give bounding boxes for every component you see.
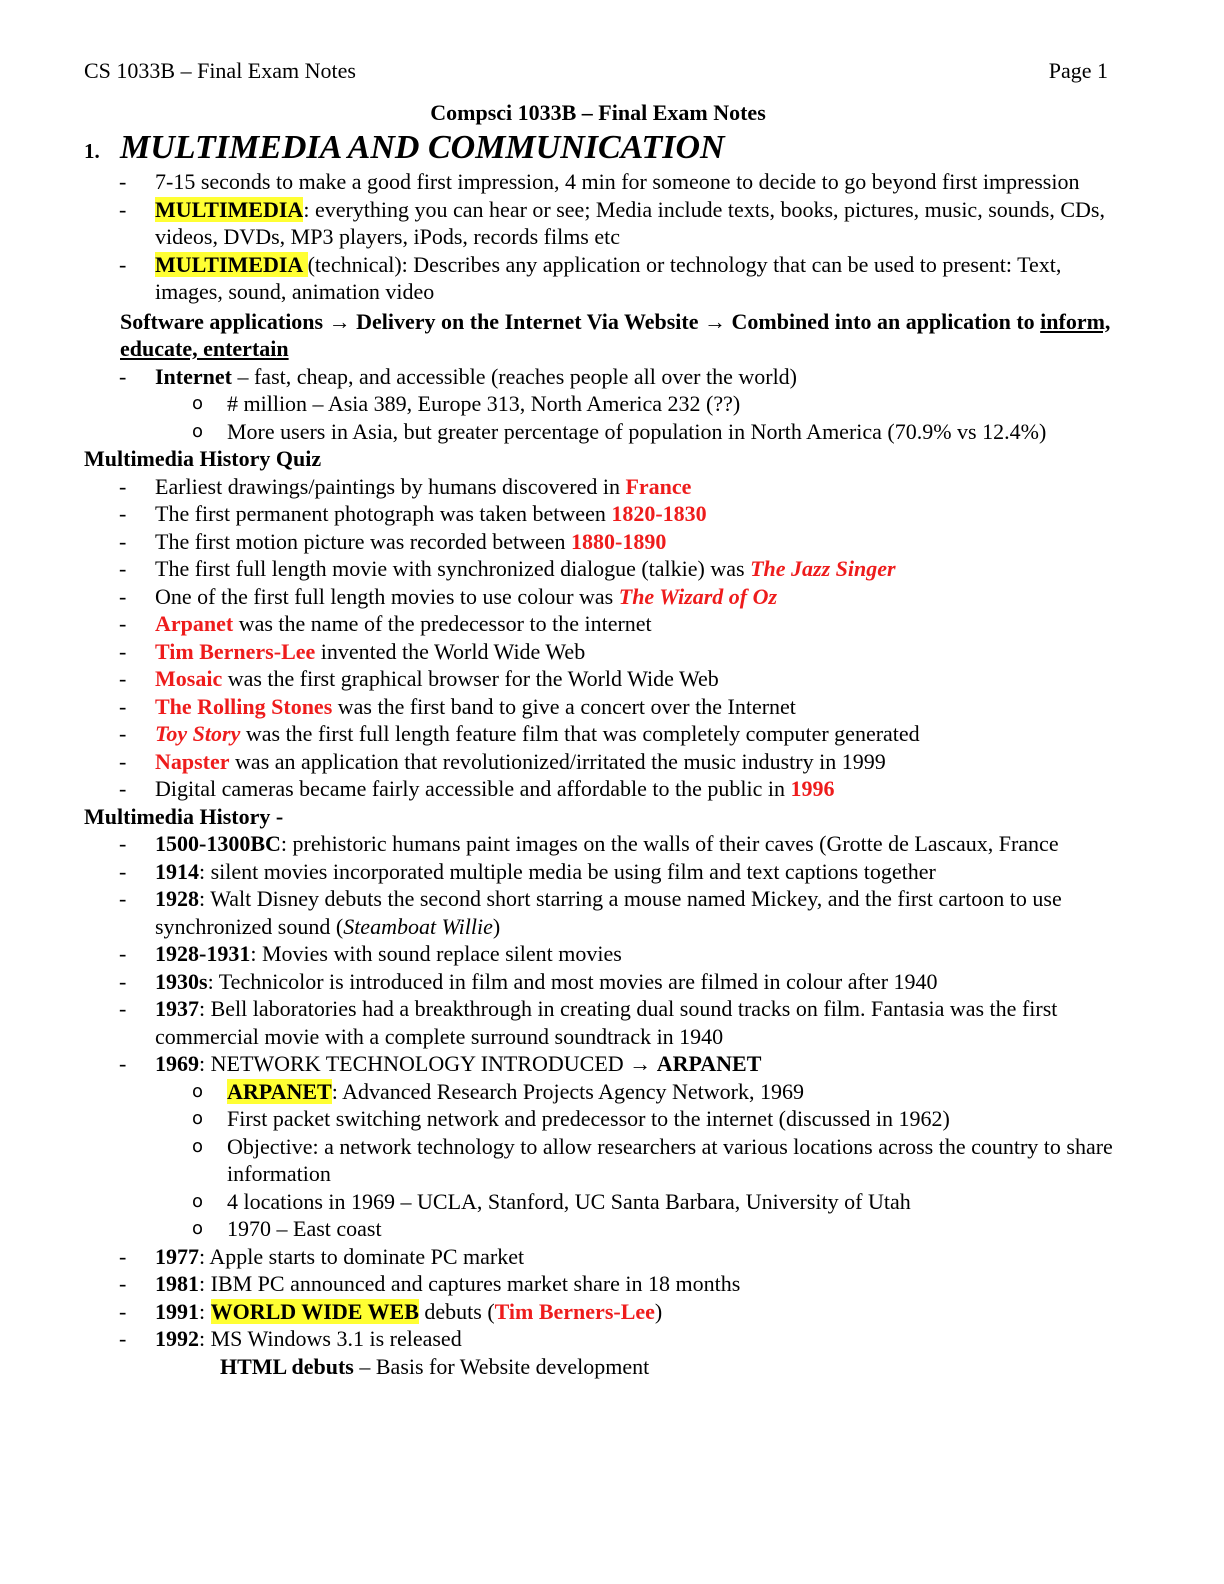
list-item: - 1969: NETWORK TECHNOLOGY INTRODUCED → … (119, 1051, 762, 1076)
list-item: - The first full length movie with synch… (119, 556, 896, 581)
quiz-heading: Multimedia History Quiz (84, 446, 322, 471)
list-item: - 1992: MS Windows 3.1 is released (119, 1326, 462, 1351)
list-item: - Internet – fast, cheap, and accessible… (119, 363, 798, 389)
bullet-circle: o (192, 420, 204, 442)
list-item: - 1914: silent movies incorporated multi… (119, 858, 936, 884)
list-item: - The Rolling Stones was the first band … (119, 693, 796, 719)
list-item: - 1937: Bell laboratories had a breakthr… (119, 996, 1058, 1049)
history-heading: Multimedia History - (84, 803, 284, 829)
sub-list-item: o Objective: a network technology to all… (192, 1133, 1113, 1187)
list-item: - Tim Berners-Lee invented the World Wid… (119, 638, 586, 664)
highlight-term: WORLD WIDE WEB (210, 1298, 419, 1324)
highlight-term: ARPANET (227, 1078, 332, 1104)
bullet-dash: - (119, 251, 127, 277)
sub-list-item: o 1970 – East coast (192, 1216, 382, 1241)
list-item: - 1928-1931: Movies with sound replace s… (119, 941, 622, 966)
section-number: 1. (84, 139, 100, 163)
highlight-term: MULTIMEDIA (155, 196, 304, 222)
list-item: - Arpanet was the name of the predecesso… (119, 611, 652, 636)
flow-line: Software applications → Delivery on the … (120, 308, 1111, 362)
list-item: - Toy Story was the first full length fe… (119, 721, 920, 746)
list-item: - One of the first full length movies to… (119, 583, 778, 609)
sub-list-item: o ARPANET: Advanced Research Projects Ag… (192, 1078, 804, 1104)
sub-list-item: o More users in Asia, but greater percen… (192, 418, 1047, 444)
list-item: - Napster was an application that revolu… (119, 748, 886, 774)
list-item: - Earliest drawings/paintings by humans … (119, 473, 692, 499)
highlight-term: MULTIMEDIA (155, 251, 308, 277)
list-item: - The first permanent photograph was tak… (119, 501, 707, 526)
list-item: - Digital cameras became fairly accessib… (119, 776, 835, 801)
header-left: CS 1033B – Final Exam Notes (84, 58, 356, 83)
section-heading: 1. MULTIMEDIA AND COMMUNICATION (84, 128, 725, 168)
content: - 7-15 seconds to make a good first impr… (84, 168, 1114, 1380)
list-item: - 1928: Walt Disney debuts the second sh… (119, 886, 1062, 939)
sub-list-item: o # million – Asia 389, Europe 313, Nort… (192, 391, 741, 416)
list-item: - MULTIMEDIA: everything you can hear or… (119, 196, 1105, 249)
list-item: - MULTIMEDIA (technical): Describes any … (119, 251, 1062, 304)
section-title: MULTIMEDIA AND COMMUNICATION (120, 129, 725, 166)
list-item: - 1930s: Technicolor is introduced in fi… (119, 968, 938, 994)
list-item: - 1500-1300BC: prehistoric humans paint … (119, 831, 1059, 856)
list-item: - Mosaic was the first graphical browser… (119, 666, 719, 691)
sub-list-item: o 4 locations in 1969 – UCLA, Stanford, … (192, 1188, 911, 1214)
list-item: - 1977: Apple starts to dominate PC mark… (119, 1243, 525, 1269)
list-item: - 1991: WORLD WIDE WEB debuts (Tim Berne… (119, 1298, 663, 1324)
document-title: Compsci 1033B – Final Exam Notes (430, 100, 766, 125)
list-item: - 7-15 seconds to make a good first impr… (119, 169, 1080, 194)
sub-list-item: o First packet switching network and pre… (192, 1106, 950, 1131)
bullet-circle: o (192, 393, 204, 414)
bullet-dash: - (119, 196, 127, 222)
html-debuts-line: HTML debuts – Basis for Website developm… (220, 1353, 650, 1379)
bullet-dash: - (119, 169, 127, 194)
list-item: - The first motion picture was recorded … (119, 528, 667, 554)
bullet-dash: - (119, 363, 127, 389)
header-page-number: Page 1 (1048, 58, 1108, 83)
list-item: - 1981: IBM PC announced and captures ma… (119, 1271, 741, 1296)
